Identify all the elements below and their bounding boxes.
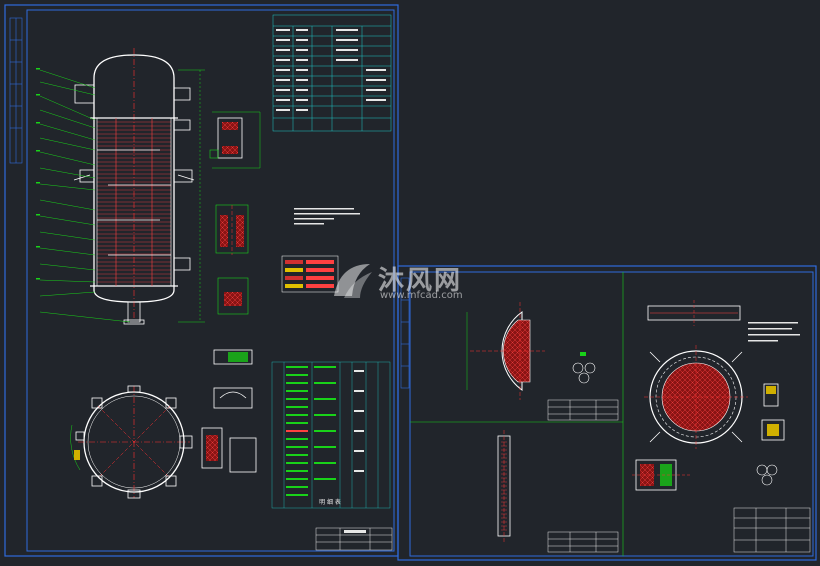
vessel-plan-view [70,385,193,499]
vessel-elevation [73,48,195,325]
sheet-2 [397,265,817,561]
callout-leaders [39,69,205,323]
technical-notes [294,208,360,225]
callout-ticks [36,68,40,280]
baffle-section-view [497,430,511,542]
sheet-2-inner-frame [409,271,814,557]
parts-list-table [271,361,391,509]
tubesheet-half-view [466,302,545,400]
sheet-2-notes [748,322,800,342]
gasket-detail [756,383,785,486]
sheet-1-inner-frame [26,9,395,552]
sheet-2b-title-block [547,531,619,553]
tubesheet-plan-view [644,345,748,449]
material-legend-block [281,255,339,293]
spec-table [272,14,392,132]
flange-detail [632,459,690,491]
binding-strip-2 [400,277,410,389]
parts-list-rows [286,366,364,496]
sheet-2a-title-block [547,399,619,421]
sheet-1: 明 细 表 [4,4,399,557]
parts-list-footer-label: 明 细 表 [319,498,341,506]
binding-strip [9,17,23,164]
sheet-2c-title-block [733,507,811,553]
sheet-1-title-block [315,527,393,551]
tube-hole-detail [572,352,596,384]
spec-table-cell-text [276,29,386,111]
detail-views [201,111,261,473]
tubesheet-top-bar [647,300,741,326]
sheet-2-outer-frame [397,265,817,561]
